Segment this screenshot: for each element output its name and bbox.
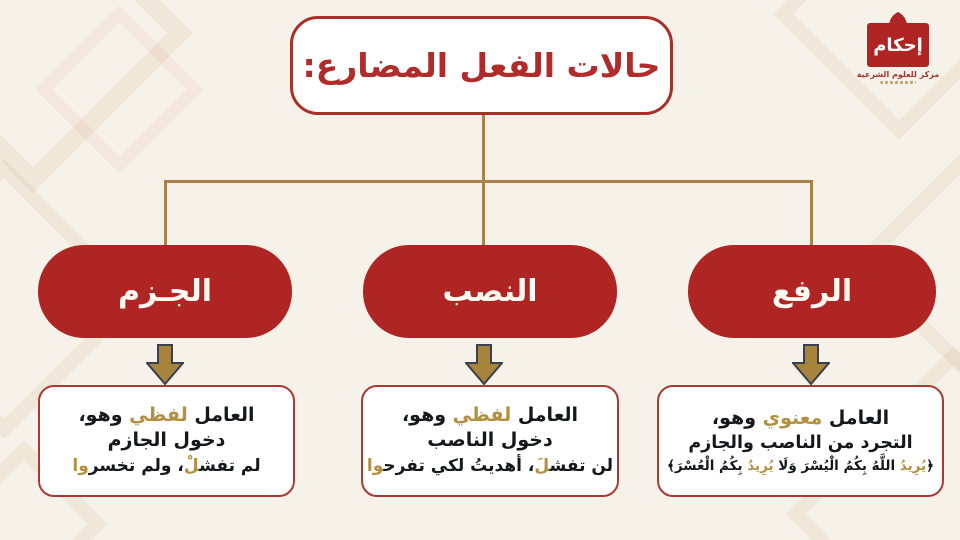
arrow-down-icon <box>146 344 184 385</box>
agent-type-line: العامل لفظي وهو، <box>78 403 255 426</box>
branch-heading-jazm: الجـزم <box>38 245 292 338</box>
arrow-down-icon <box>465 344 503 385</box>
brand-logo: إحكام مركز للعلوم الشرعية <box>856 12 940 84</box>
logo-wordmark: إحكام <box>867 23 929 67</box>
arrow-down-icon <box>792 344 830 385</box>
agent-type-line: العامل لفظي وهو، <box>401 403 579 426</box>
example-line: لم تفشلْ، ولم تخسروا <box>72 455 261 476</box>
example-line: ﴿يُرِيدُ اللَّهُ بِكُمُ الْيُسْرَ وَلَا … <box>666 457 935 474</box>
branch-heading-label: الرفع <box>771 274 853 309</box>
branch-heading-label: الجـزم <box>117 274 213 309</box>
branch-heading-nasb: النصب <box>363 245 617 338</box>
connector-branch-jazm <box>164 180 167 246</box>
logo-subtitle: مركز للعلوم الشرعية <box>856 70 940 79</box>
ornament-pattern <box>35 5 204 174</box>
example-line: لن تفشلَ، أهديتُ لكي تفرحوا <box>366 455 614 476</box>
rule-line: التجرد من الناصب والجازم <box>688 432 913 453</box>
rule-line: دخول الناصب <box>427 429 553 452</box>
branch-detail-jazm: العامل لفظي وهو، دخول الجازم لم تفشلْ، و… <box>38 385 295 497</box>
mosque-dome-icon <box>889 12 907 25</box>
page-title: حالات الفعل المضارع: <box>302 46 661 85</box>
connector-title-stem <box>482 115 485 182</box>
ornament-pattern <box>0 0 193 193</box>
branch-heading-label: النصب <box>442 274 538 309</box>
agent-type-line: العامل معنوي وهو، <box>711 407 890 430</box>
connector-branch-raf <box>810 180 813 246</box>
branch-detail-nasb: العامل لفظي وهو، دخول الناصب لن تفشلَ، أ… <box>361 385 619 497</box>
connector-horizontal <box>164 180 813 183</box>
branch-detail-raf: العامل معنوي وهو، التجرد من الناصب والجا… <box>657 385 944 497</box>
title-box: حالات الفعل المضارع: <box>290 16 673 115</box>
branch-heading-raf: الرفع <box>688 245 936 338</box>
logo-tagline-rule <box>880 81 916 84</box>
connector-branch-nasb <box>482 180 485 246</box>
rule-line: دخول الجازم <box>107 429 226 452</box>
